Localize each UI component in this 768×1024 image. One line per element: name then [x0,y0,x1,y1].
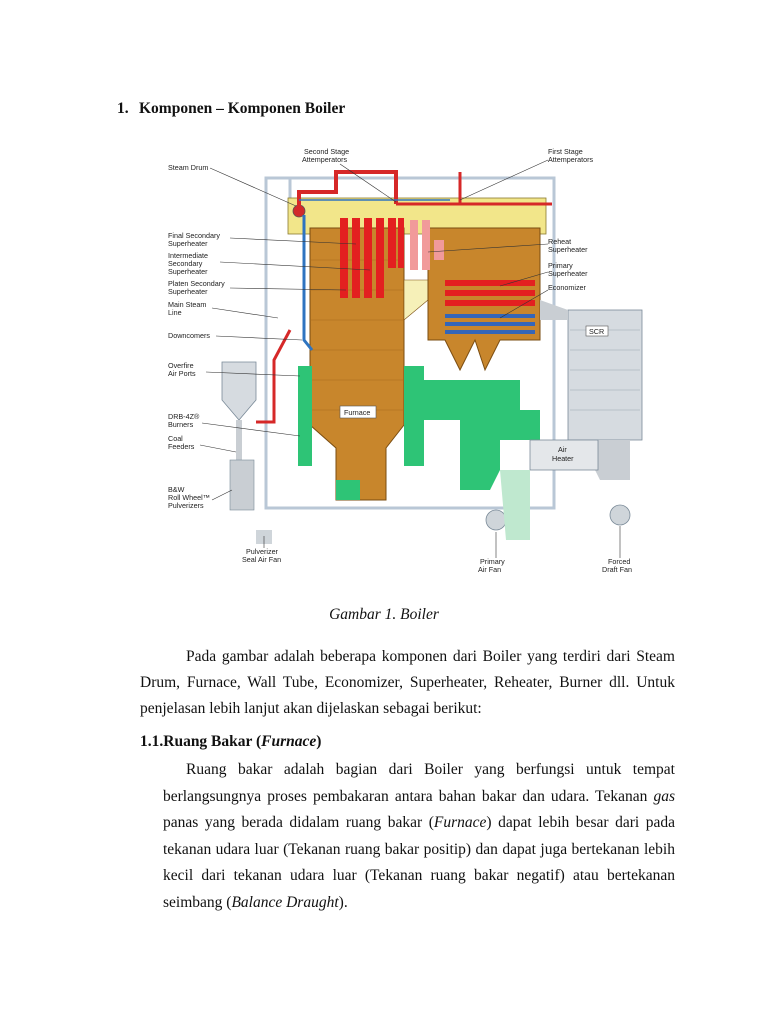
label-primary-2: Superheater [548,269,588,278]
pulverizer [229,459,255,511]
label-steam-drum: Steam Drum [168,163,208,172]
primary-air-fan [485,509,507,531]
label-coal-1: Coal [168,434,183,443]
term-furnace: Furnace [433,814,487,831]
subsection-heading: 1.1.Ruang Bakar (Furnace) [140,733,321,751]
label-coal-2: Feeders [168,442,195,451]
gas-duct [424,380,540,440]
subsection-number: 1.1. [140,733,164,750]
forced-draft-fan [609,504,631,526]
label-reheat-2: Superheater [548,245,588,254]
steam-piping [297,170,398,211]
label-burners-2: Burners [168,420,194,429]
paragraph-furnace-part3: ) dapat lebih besar dari pada tekanan ud… [163,814,675,911]
label-main-steam-1: Main Steam [168,300,206,309]
label-economizer: Economizer [548,283,587,292]
subsection-title-suffix: ) [316,733,322,750]
label-intermediate-2: Secondary [168,259,203,268]
air-heater-label-2: Heater [552,454,574,463]
paragraph-intro: Pada gambar adalah beberapa komponen dar… [140,648,675,717]
label-pa-fan-1: Primary [480,557,505,566]
label-burners-1: DRB-4Z® [168,412,200,421]
label-first-stage-1: First Stage [548,147,583,156]
boiler-figure: Furnace SCR Air Heater Steam Drum Final … [160,140,652,585]
label-overfire-1: Overfire [168,361,194,370]
reheat-superheater [410,220,444,270]
windbox-right [404,366,424,466]
boiler-diagram: Furnace SCR Air Heater Steam Drum Final … [168,147,643,574]
label-primary-1: Primary [548,261,573,270]
term-balance-draught: Balance Draught [231,893,339,911]
label-pulverizer-3: Pulverizers [168,501,204,510]
section-title: Komponen – Komponen Boiler [139,100,346,117]
label-overfire-2: Air Ports [168,369,196,378]
section-heading: 1. Komponen – Komponen Boiler [117,100,345,118]
main-steam-line [256,329,292,424]
label-seal-fan-2: Seal Air Fan [242,555,281,564]
label-reheat-1: Reheat [548,237,571,246]
label-first-stage-2: Attemperators [548,155,594,164]
label-main-steam-2: Line [168,308,182,317]
label-final-secondary-1: Final Secondary [168,231,220,240]
label-seal-fan-1: Pulverizer [246,547,279,556]
superheater-banks [340,218,404,298]
subsection-title-term: Furnace [261,733,317,750]
furnace-label: Furnace [344,408,370,417]
paragraph-furnace-part1: Ruang bakar adalah bagian dari Boiler ya… [163,761,675,805]
label-intermediate-1: Intermediate [168,251,208,260]
label-final-secondary-2: Superheater [168,239,208,248]
primary-superheater [445,280,535,306]
backpass [427,227,541,372]
air-heater [529,439,599,471]
label-second-stage-2: Attemperators [302,155,348,164]
figure-caption: Gambar 1. Boiler [329,606,439,623]
label-second-stage-1: Second Stage [304,147,349,156]
paragraph-furnace: Ruang bakar adalah bagian dari Boiler ya… [163,757,675,916]
paragraph-furnace-part2: panas yang berada didalam ruang bakar ( [163,814,434,831]
label-intermediate-3: Superheater [168,267,208,276]
label-platen-2: Superheater [168,287,208,296]
economizer [445,314,535,334]
downcomers [302,215,314,351]
windbox-left [298,366,312,466]
coal-silo [221,361,257,421]
label-platen-1: Platen Secondary [168,279,225,288]
label-downcomers: Downcomers [168,331,210,340]
subsection-title-prefix: Ruang Bakar ( [163,733,262,750]
air-heater-label-1: Air [558,445,567,454]
label-pa-fan-2: Air Fan [478,565,501,574]
term-gas: gas [653,787,675,805]
label-fd-fan-2: Draft Fan [602,565,632,574]
label-pulverizer-2: Roll Wheel™ [168,493,210,502]
scr-label: SCR [589,327,604,336]
label-pulverizer-1: B&W [168,485,185,494]
paragraph-furnace-part4: ). [338,893,348,911]
section-number: 1. [117,100,129,117]
label-fd-fan-1: Forced [608,557,630,566]
steel-frame [264,176,556,510]
